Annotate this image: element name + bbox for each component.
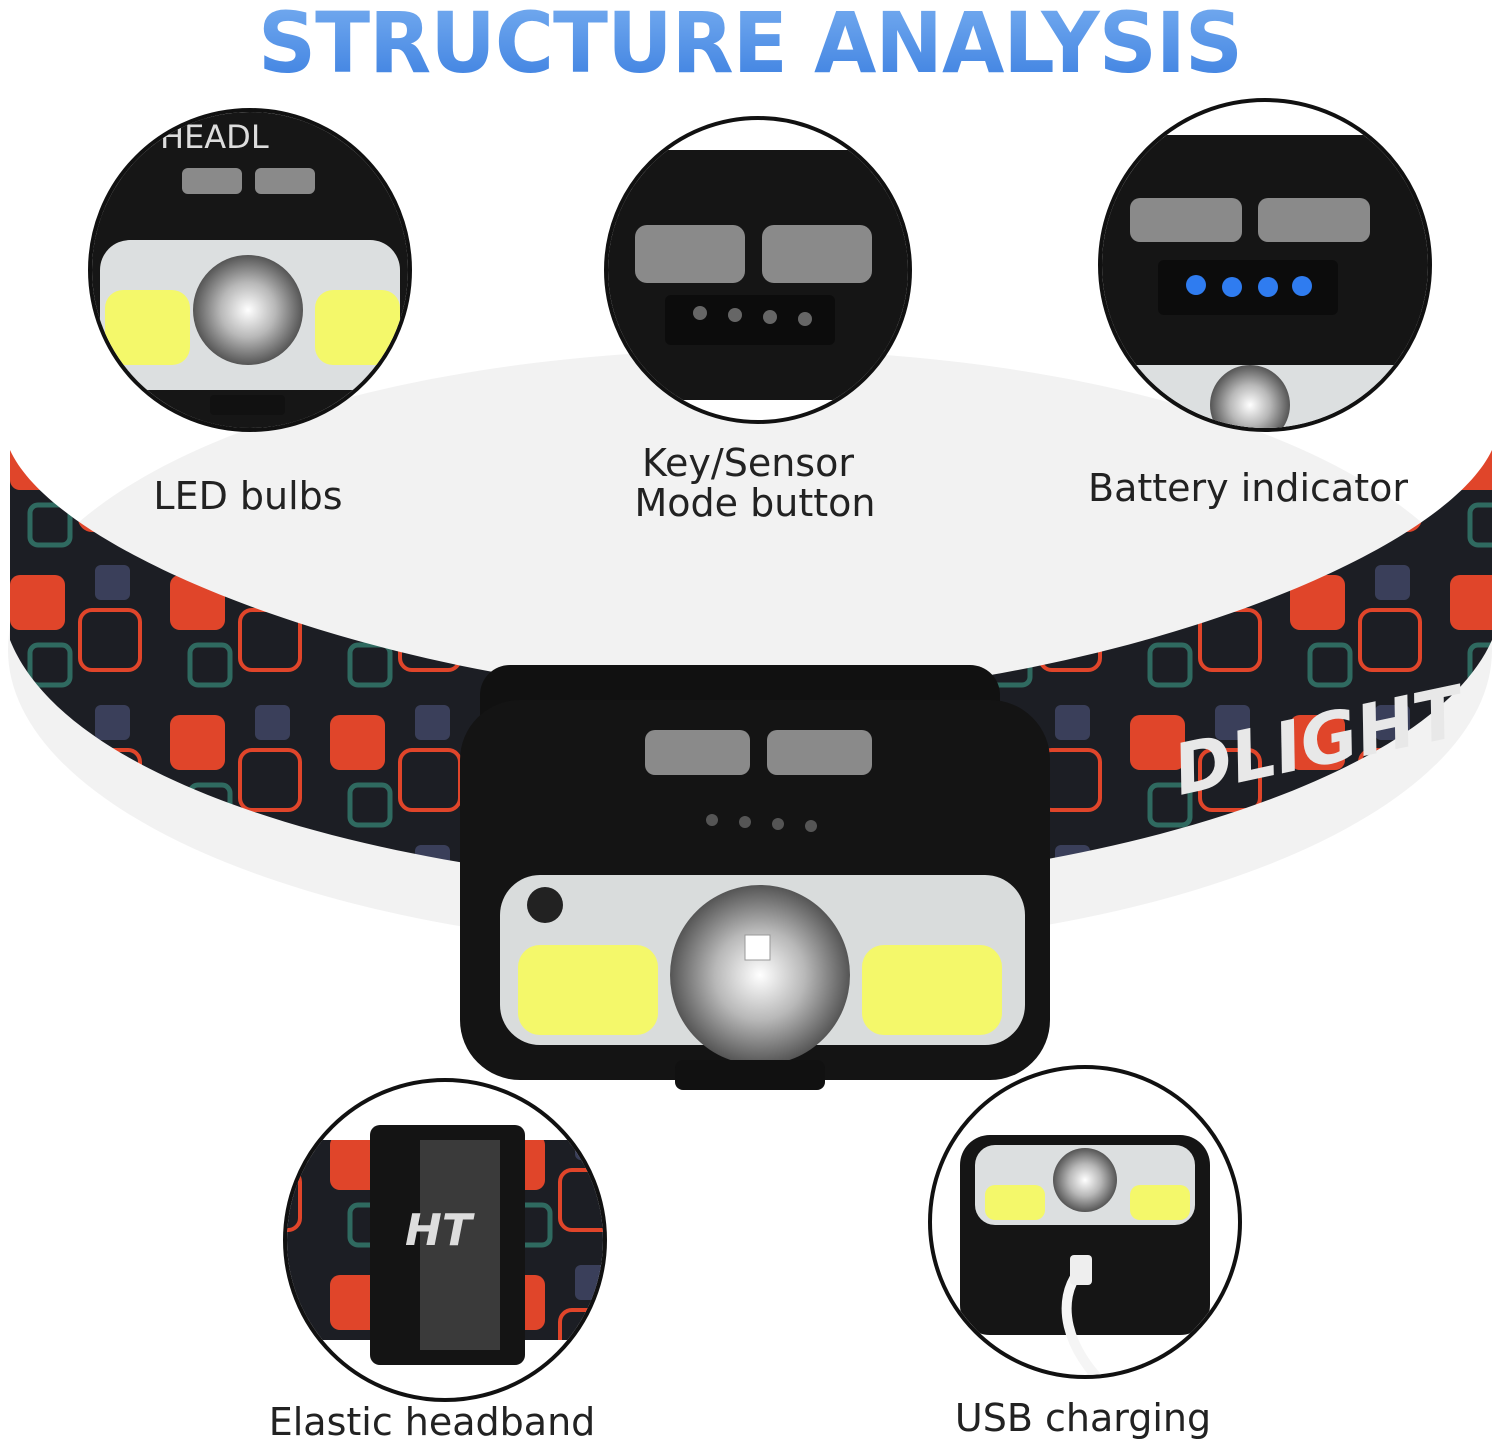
label-key-sensor: Key/Sensor [642,441,854,485]
detail-circle-battery [1098,98,1432,432]
headband: DLIGHT [8,350,1492,950]
sensor-button [767,730,872,775]
circle-logo-text: HEADL [160,118,269,156]
detail-circle-key-sensor [604,116,912,424]
battery-leds [1186,275,1312,297]
detail-circle-led-bulbs: HEADL [88,108,412,432]
label-usb-charging: USB charging [954,1396,1212,1440]
detail-circle-usb-charging [928,1065,1242,1379]
detail-circle-elastic-headband: HT [283,1078,607,1402]
label-elastic-headband: Elastic headband [268,1400,596,1444]
label-mode-button: Mode button [634,481,876,525]
headlamp [460,665,1050,1090]
label-battery-indicator: Battery indicator [1088,466,1408,510]
power-button [645,730,750,775]
circle-band-text: HT [405,1205,475,1256]
page-title: STRUCTURE ANALYSIS [30,0,1470,92]
label-led-bulbs: LED bulbs [153,474,343,518]
